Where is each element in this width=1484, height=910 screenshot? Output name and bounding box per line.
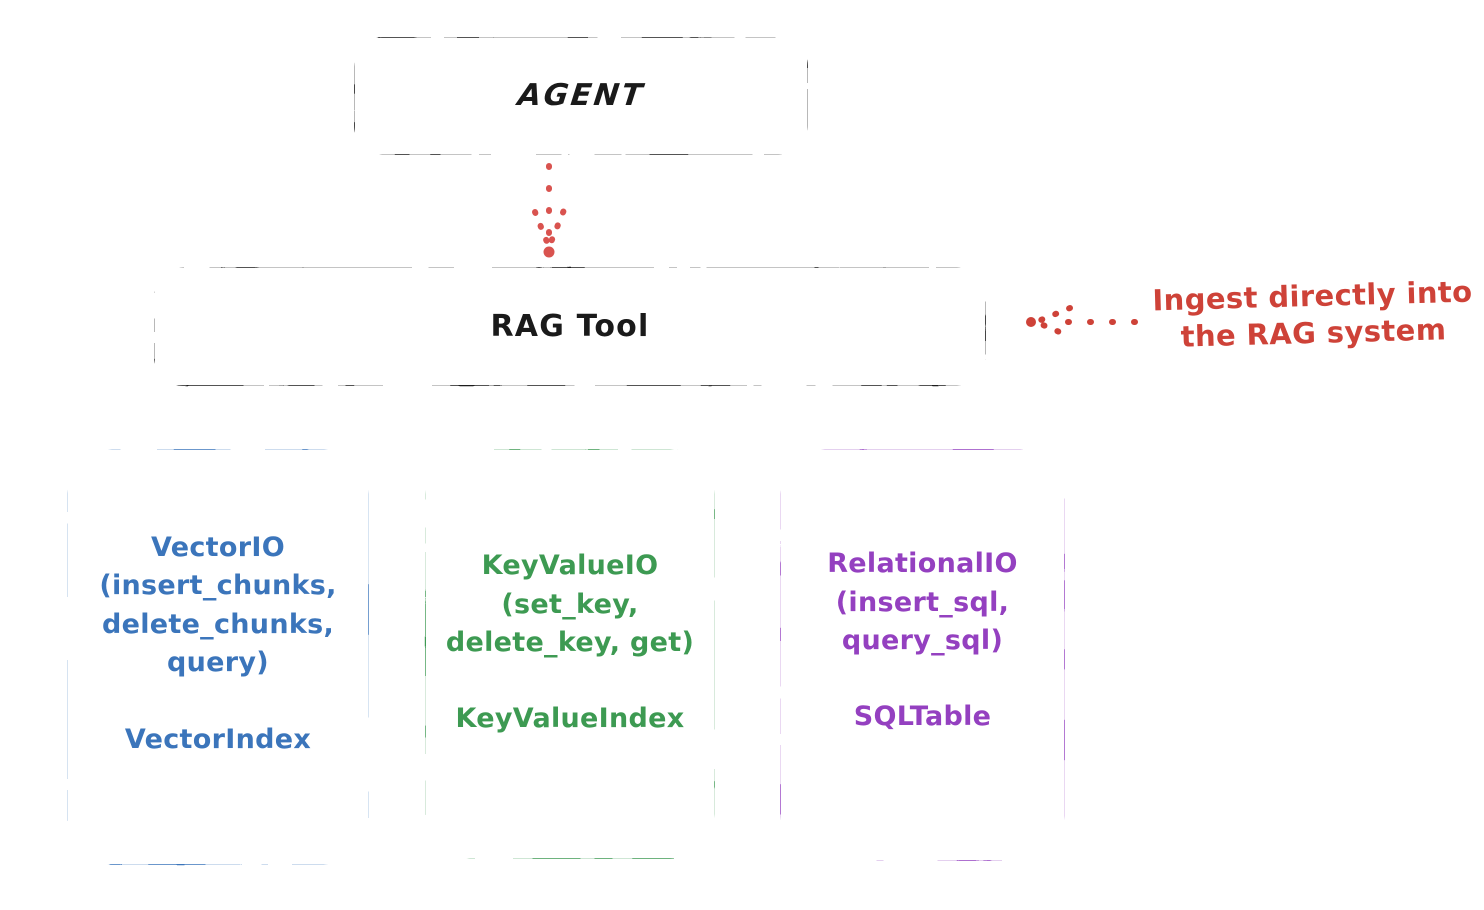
agent-to-rag-connector bbox=[532, 163, 567, 258]
relational-io-box[interactable]: RelationalIO (insert_sql, query_sql) SQL… bbox=[781, 450, 1064, 860]
rag-tool-box[interactable]: RAG Tool bbox=[155, 268, 985, 385]
agent-label: AGENT bbox=[515, 78, 647, 114]
rag-tool-label: RAG Tool bbox=[490, 308, 650, 344]
key-value-io-box[interactable]: KeyValueIO (set_key, delete_key, get) Ke… bbox=[426, 450, 714, 858]
vector-io-box[interactable]: VectorIO (insert_chunks, delete_chunks, … bbox=[68, 450, 368, 864]
vector-io-label: VectorIO (insert_chunks, delete_chunks, … bbox=[99, 532, 337, 755]
agent-box[interactable]: AGENT bbox=[355, 38, 807, 154]
relational-io-label: RelationalIO (insert_sql, query_sql) SQL… bbox=[827, 548, 1018, 733]
ingest-to-rag-connector bbox=[1026, 305, 1138, 340]
key-value-io-label: KeyValueIO (set_key, delete_key, get) Ke… bbox=[445, 550, 695, 735]
ingest-annotation: Ingest directly into the RAG system bbox=[1151, 274, 1473, 354]
